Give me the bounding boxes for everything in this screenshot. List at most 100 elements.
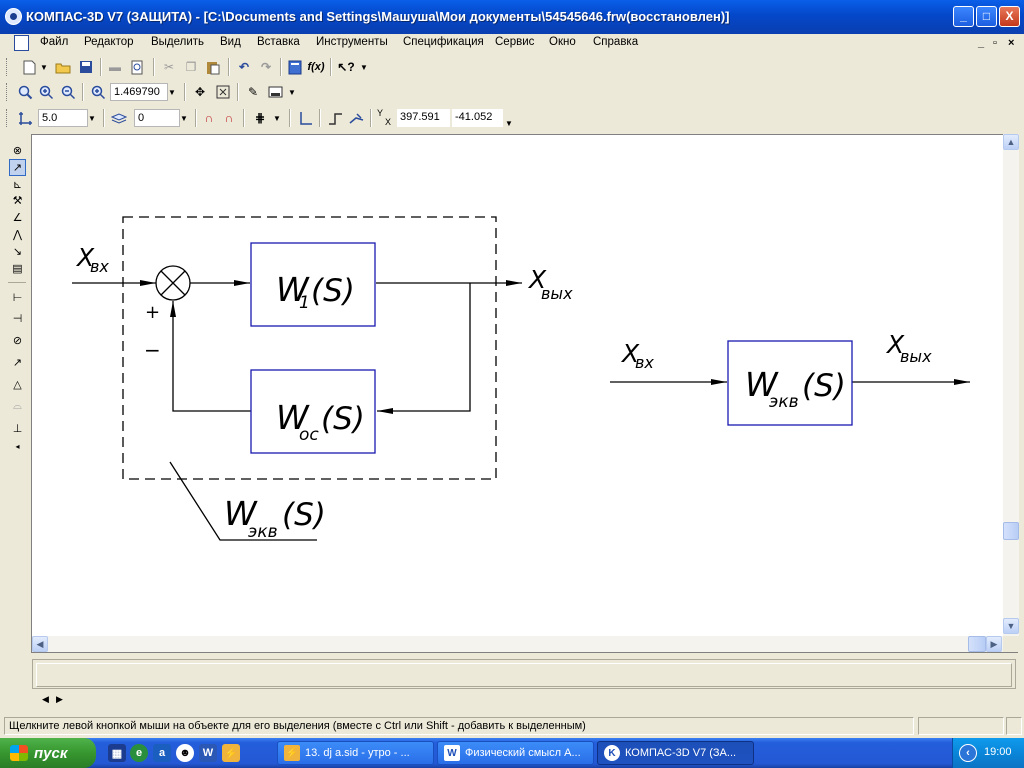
cursor-step-field[interactable]: 5.0 — [38, 109, 88, 127]
arc-dimension-icon[interactable]: ⌓ — [13, 400, 22, 412]
designations-icon[interactable]: ⊾ — [12, 179, 23, 191]
round-icon[interactable] — [347, 109, 365, 127]
vertical-scroll-thumb[interactable] — [1003, 522, 1019, 540]
pan-icon[interactable]: ✥ — [194, 85, 206, 99]
refresh-icon[interactable]: ✎ — [247, 85, 259, 99]
coord-y-field[interactable]: -41.052 — [452, 109, 503, 127]
new-file-dropdown-icon[interactable]: ▼ — [40, 62, 48, 72]
horizontal-scroll-thumb[interactable] — [968, 636, 986, 652]
menu-editor[interactable]: Редактор — [84, 36, 134, 48]
cut-icon[interactable]: ✂ — [163, 60, 175, 74]
angle-dimension-icon[interactable]: △ — [13, 379, 22, 391]
edit-icon[interactable]: ⚒ — [12, 195, 23, 207]
height-dimension-icon[interactable]: ⊥ — [12, 423, 23, 435]
menu-select[interactable]: Выделить — [151, 36, 205, 48]
feedback-block-woc[interactable] — [250, 369, 376, 454]
zoom-in-icon[interactable] — [37, 83, 55, 101]
kompas-app-icon[interactable] — [5, 8, 22, 25]
mdi-restore-button[interactable]: ▫ — [993, 37, 997, 49]
local-cs-icon[interactable] — [296, 109, 314, 127]
ortho-mode-icon[interactable] — [326, 109, 344, 127]
close-button[interactable]: X — [999, 6, 1020, 27]
grid-dropdown-icon[interactable]: ▼ — [273, 113, 281, 123]
tab-next-icon[interactable]: ▶ — [56, 694, 63, 704]
diameter-dimension-icon[interactable]: ⊘ — [12, 335, 23, 347]
layer-dropdown-icon[interactable]: ▼ — [180, 113, 188, 123]
coord-x-field[interactable]: 397.591 — [397, 109, 450, 127]
tab-prev-icon[interactable]: ◀ — [42, 694, 49, 704]
task-winamp[interactable]: ⚡ 13. dj a.sid - утро - ... — [277, 741, 434, 765]
snap-magnet-icon[interactable]: ∩ — [204, 111, 214, 125]
measure-icon[interactable]: ⋀ — [12, 229, 23, 241]
current-layer-field[interactable]: 0 — [134, 109, 180, 127]
menu-view[interactable]: Вид — [220, 36, 241, 48]
zoom-out-icon[interactable] — [59, 83, 77, 101]
menu-window[interactable]: Окно — [549, 36, 576, 48]
open-folder-icon[interactable] — [54, 58, 72, 76]
mdi-minimize-button[interactable]: _ — [978, 37, 985, 49]
quicklaunch-panda-icon[interactable]: ☻ — [176, 744, 194, 762]
quicklaunch-ie-icon[interactable]: e — [130, 744, 148, 762]
context-help-icon[interactable]: ↖? — [337, 60, 355, 74]
menu-file[interactable]: Файл — [40, 36, 69, 48]
zoom-scale-icon[interactable] — [89, 83, 107, 101]
print-preview-icon[interactable] — [128, 58, 146, 76]
panel-more-icon[interactable]: ◂ — [15, 442, 20, 451]
document-icon[interactable] — [14, 35, 29, 51]
display-mode-dropdown-icon[interactable]: ▼ — [288, 87, 296, 97]
menu-service[interactable]: Сервис — [495, 36, 535, 48]
grid-icon[interactable]: ⋕ — [254, 111, 266, 125]
geometry-icon[interactable]: ⊗ — [12, 145, 23, 157]
scroll-right-icon[interactable]: ▶ — [986, 636, 1002, 652]
start-button[interactable]: пуск — [0, 738, 96, 768]
save-icon[interactable] — [77, 58, 95, 76]
help-dropdown-icon[interactable]: ▼ — [360, 62, 368, 72]
task-kompas[interactable]: K КОМПАС-3D V7 (ЗА... — [597, 741, 754, 765]
title-bar[interactable]: КОМПАС-3D V7 (ЗАЩИТА) - [C:\Documents an… — [0, 0, 1024, 34]
scroll-down-icon[interactable]: ▼ — [1003, 618, 1019, 634]
show-all-icon[interactable] — [214, 83, 232, 101]
maximize-button[interactable]: □ — [976, 6, 997, 27]
horizontal-scrollbar[interactable]: ◀ ▶ — [32, 636, 1003, 652]
toolbar-grip[interactable] — [6, 58, 9, 76]
toolbar-grip[interactable] — [6, 109, 9, 127]
task-word[interactable]: W Физический смысл А... — [437, 741, 594, 765]
manager-icon[interactable] — [286, 58, 304, 76]
local-snap-icon[interactable]: ∩ — [224, 111, 234, 125]
display-mode-icon[interactable] — [266, 83, 284, 101]
linear-dimension-icon[interactable]: ⊢ — [12, 292, 23, 304]
vertical-scrollbar[interactable]: ▲ ▼ — [1003, 134, 1019, 636]
zoom-window-icon[interactable] — [16, 83, 34, 101]
coord-dropdown-icon[interactable]: ▼ — [505, 118, 513, 128]
select-icon[interactable]: ↘ — [12, 246, 23, 258]
menu-specification[interactable]: Спецификация — [403, 36, 484, 48]
paste-icon[interactable] — [204, 58, 222, 76]
layer-icon[interactable] — [110, 109, 128, 127]
horizontal-dimension-icon[interactable]: ⊣ — [12, 313, 23, 325]
quicklaunch-word-icon[interactable]: W — [199, 744, 217, 762]
tray-expand-icon[interactable]: ‹ — [959, 744, 977, 762]
drawing-canvas[interactable]: X вх X вых + − W 1 (S) W ос (S) W экв (S… — [31, 134, 1018, 653]
quicklaunch-winamp-icon[interactable]: ⚡ — [222, 744, 240, 762]
equivalent-block-wekv[interactable] — [727, 340, 853, 426]
copy-icon[interactable]: ❐ — [185, 60, 197, 74]
mdi-close-button[interactable]: × — [1008, 37, 1015, 49]
function-fx-icon[interactable]: f(x) — [307, 61, 325, 73]
menu-insert[interactable]: Вставка — [257, 36, 300, 48]
new-file-icon[interactable] — [20, 58, 38, 76]
toolbar-grip[interactable] — [6, 83, 9, 101]
block-diagram-drawing[interactable]: X вх X вых + − W 1 (S) W ос (S) W экв (S… — [32, 135, 1004, 637]
spec-icon[interactable]: ▤ — [12, 263, 23, 275]
menu-help[interactable]: Справка — [593, 36, 639, 48]
radius-dimension-icon[interactable]: ↗ — [12, 357, 23, 369]
quicklaunch-a-icon[interactable]: a — [153, 744, 171, 762]
cursor-step-dropdown-icon[interactable]: ▼ — [88, 113, 96, 123]
minimize-button[interactable]: _ — [953, 6, 974, 27]
parametrization-icon[interactable]: ∠ — [12, 212, 23, 224]
cursor-step-icon[interactable] — [16, 109, 34, 127]
menu-tools[interactable]: Инструменты — [316, 36, 388, 48]
scroll-up-icon[interactable]: ▲ — [1003, 134, 1019, 150]
scroll-left-icon[interactable]: ◀ — [32, 636, 48, 652]
forward-block-w1[interactable] — [250, 242, 376, 327]
print-icon[interactable]: ▬ — [109, 60, 121, 74]
